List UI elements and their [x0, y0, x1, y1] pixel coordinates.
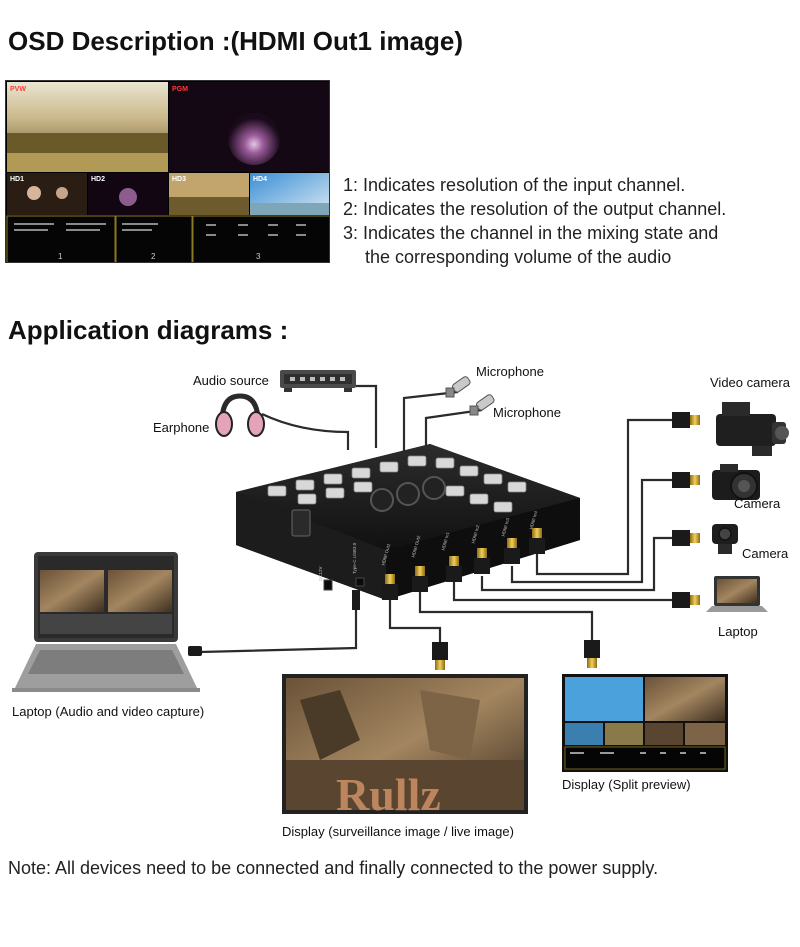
application-title: Application diagrams : — [8, 315, 289, 345]
laptop-left-device — [12, 552, 200, 692]
panel-number-2: 2 — [151, 252, 156, 261]
port-hdmi-in3: HDMI In3 — [501, 517, 511, 537]
cable-audio-source — [356, 384, 378, 448]
label-camera-1: Camera — [734, 496, 781, 511]
label-audio-source: Audio source — [193, 373, 269, 388]
port-hdmi-in1: HDMI In1 — [441, 531, 451, 551]
watermark: Rullz — [336, 769, 441, 820]
hdmi-connectors-device — [352, 528, 545, 610]
display-live-device: Rullz — [282, 674, 528, 820]
osd-item-2: 2: Indicates the resolution of the outpu… — [343, 199, 727, 219]
label-camera-2: Camera — [742, 546, 789, 561]
port-dc12v: DC12V — [318, 566, 323, 581]
label-display-split: Display (Split preview) — [562, 777, 691, 792]
audio-source-device — [280, 370, 356, 392]
cable-usb — [199, 610, 358, 654]
cable-camera-2 — [480, 536, 672, 592]
port-hdmi-out1: HDMI Out1 — [381, 543, 392, 567]
cable-hdmi-out1 — [388, 600, 442, 642]
cable-camera-1 — [510, 478, 672, 584]
tag-hd1: HD1 — [10, 176, 24, 183]
camera-2-device — [712, 524, 738, 554]
label-laptop-right: Laptop — [718, 624, 758, 639]
port-hdmi-in2: HDMI In2 — [471, 524, 481, 544]
video-switcher-device — [236, 444, 580, 600]
label-earphone: Earphone — [153, 420, 210, 435]
cables — [199, 384, 672, 654]
cable-microphone-2 — [424, 408, 483, 454]
info-panel-3 — [192, 215, 329, 262]
osd-item-3-continued: the corresponding volume of the audio — [365, 247, 672, 267]
cable-hdmi-out2 — [418, 592, 594, 640]
cable-video-camera — [535, 418, 672, 576]
label-laptop-left: Laptop (Audio and video capture) — [12, 704, 205, 719]
video-camera-device — [716, 402, 789, 456]
tag-hd3: HD3 — [172, 176, 186, 183]
hdmi-connectors-remote — [188, 412, 700, 670]
earphone-device — [215, 393, 265, 437]
cable-microphone-1 — [402, 390, 459, 452]
label-video-camera: Video camera — [710, 375, 790, 390]
laptop-right-device — [706, 576, 768, 612]
cable-earphone — [261, 413, 350, 450]
microphone-devices — [445, 376, 495, 416]
display-split-device — [562, 674, 728, 772]
camera-1-device — [712, 464, 760, 500]
osd-item-3: 3: Indicates the channel in the mixing s… — [343, 223, 719, 243]
panel-number-3: 3 — [256, 252, 261, 261]
port-hdmi-out2: HDMI Out2 — [411, 535, 422, 559]
hd1-image — [7, 173, 87, 215]
tag-pvw: PVW — [10, 86, 26, 93]
tag-hd4: HD4 — [253, 176, 267, 183]
osd-screen-image: PVW PGM HD1 HD2 HD3 HD4 1 2 3 — [5, 80, 330, 263]
footer-note: Note: All devices need to be connected a… — [8, 858, 659, 878]
port-hdmi-in4: HDMI In4 — [529, 510, 539, 530]
osd-description-list: 1: Indicates resolution of the input cha… — [343, 173, 726, 269]
port-type-c: Type-C USB3.0 — [352, 542, 357, 574]
tag-hd2: HD2 — [91, 176, 105, 183]
label-microphone-2: Microphone — [493, 405, 561, 420]
label-display-live: Display (surveillance image / live image… — [282, 824, 514, 839]
osd-title: OSD Description :(HDMI Out1 image) — [8, 26, 464, 56]
osd-item-1: 1: Indicates resolution of the input cha… — [343, 175, 686, 195]
panel-number-1: 1 — [58, 252, 63, 261]
cable-laptop-right — [452, 580, 672, 602]
label-microphone-1: Microphone — [476, 364, 544, 379]
tag-pgm: PGM — [172, 86, 188, 93]
